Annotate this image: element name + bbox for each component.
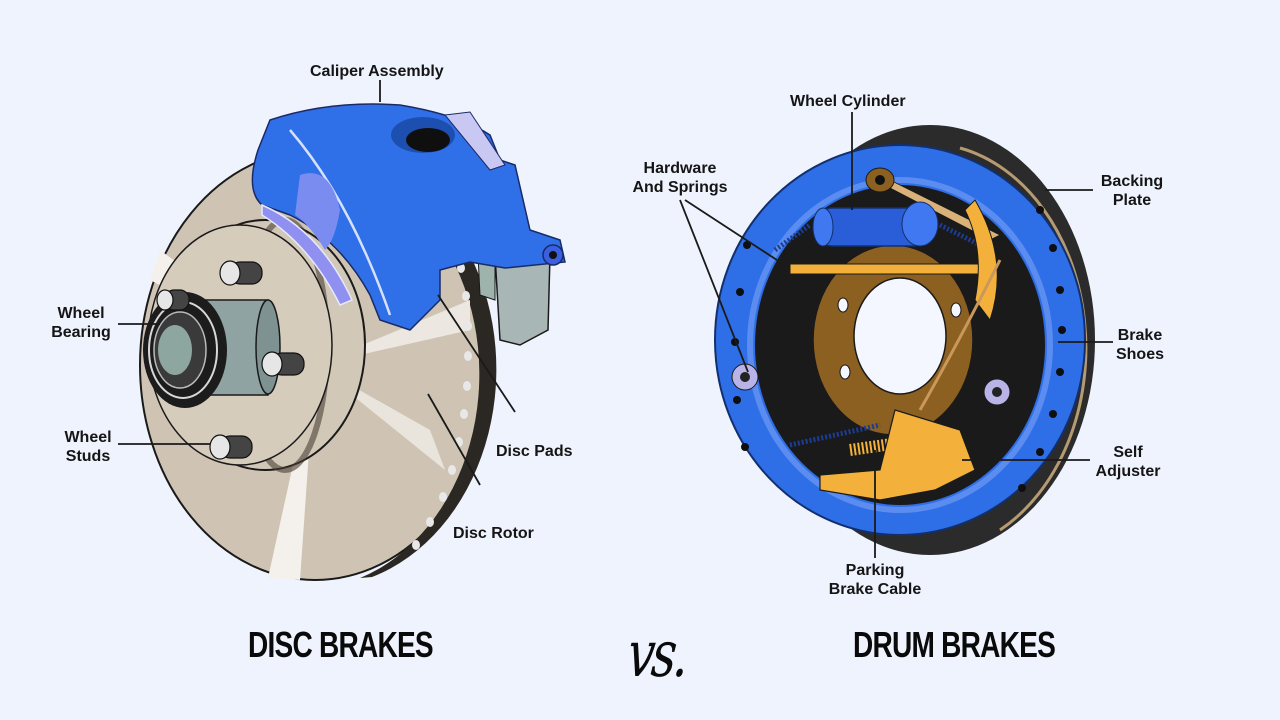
label-hardware-and-springs: Hardware And Springs xyxy=(628,159,732,197)
caliper-assembly-icon xyxy=(251,103,566,346)
label-hardware-line2: And Springs xyxy=(632,179,728,196)
label-caliper-assembly: Caliper Assembly xyxy=(310,63,444,80)
label-disc-rotor: Disc Rotor xyxy=(453,525,534,542)
label-disc-pads: Disc Pads xyxy=(496,443,573,460)
disc-leader-lines xyxy=(118,80,516,486)
label-wheel-studs: Wheel Studs xyxy=(60,428,116,466)
label-wheel-studs-line2: Studs xyxy=(65,448,111,465)
label-brake-shoes: Brake Shoes xyxy=(1114,326,1166,364)
hardware-and-springs-icon xyxy=(773,179,1002,501)
label-wheel-studs-line1: Wheel xyxy=(64,429,112,446)
label-backing-line1: Backing xyxy=(1100,173,1164,190)
label-adjuster-line2: Adjuster xyxy=(1095,463,1161,480)
label-shoes-line2: Shoes xyxy=(1115,346,1164,363)
label-parking-brake-cable: Parking Brake Cable xyxy=(823,561,927,599)
label-backing-plate: Backing Plate xyxy=(1098,172,1166,210)
label-adjuster-line1: Self xyxy=(1113,444,1143,461)
title-drum-brakes: DRUM BRAKES xyxy=(853,624,1056,665)
wheel-cylinder-icon xyxy=(812,167,939,247)
label-wheel-cylinder: Wheel Cylinder xyxy=(790,93,906,110)
vs-separator: vs. xyxy=(624,618,690,692)
label-cable-line1: Parking xyxy=(845,562,905,579)
label-shoes-line1: Brake xyxy=(1117,327,1163,344)
drum-leader-lines xyxy=(679,112,1113,558)
label-hardware-line1: Hardware xyxy=(643,160,717,177)
title-disc-brakes: DISC BRAKES xyxy=(248,624,434,665)
label-cable-line2: Brake Cable xyxy=(828,581,922,598)
label-wheel-bearing-line1: Wheel xyxy=(57,305,105,322)
label-wheel-bearing: Wheel Bearing xyxy=(50,304,112,342)
shoe-pins-icon xyxy=(731,363,1011,406)
label-wheel-bearing-line2: Bearing xyxy=(51,324,111,341)
label-backing-line2: Plate xyxy=(1112,192,1152,209)
label-self-adjuster: Self Adjuster xyxy=(1092,443,1164,481)
